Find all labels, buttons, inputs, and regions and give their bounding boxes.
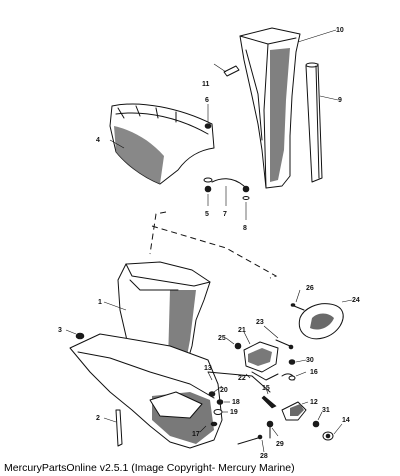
part-4-exhaust-shell[interactable]: [109, 103, 215, 185]
label-15: 15: [262, 385, 270, 392]
part-22-gasket[interactable]: [251, 371, 279, 381]
part-labels: 4 11 10 9 6 5 7 8 1 3 2 26 24 23 21 25 3…: [58, 27, 360, 460]
part-13-tube[interactable]: [207, 371, 271, 393]
part-5-washer[interactable]: [203, 177, 213, 193]
part-29-washer[interactable]: [266, 420, 274, 439]
part-6-screw[interactable]: [204, 123, 212, 129]
label-12: 12: [310, 399, 318, 406]
label-5: 5: [205, 211, 209, 218]
part-1-driveshaft-housing[interactable]: [69, 261, 223, 449]
image-caption: MercuryPartsOnline v2.5.1 (Image Copyrig…: [4, 462, 295, 474]
part-19-washer[interactable]: [213, 409, 223, 415]
part-17-plug[interactable]: [210, 421, 218, 427]
label-29: 29: [276, 441, 284, 448]
label-31: 31: [322, 407, 330, 414]
label-7: 7: [223, 211, 227, 218]
label-1: 1: [98, 299, 102, 306]
label-2: 2: [96, 415, 100, 422]
label-18: 18: [232, 399, 240, 406]
assembly-guide-line: [149, 211, 278, 279]
part-7-wire[interactable]: [211, 178, 245, 187]
label-26: 26: [306, 285, 314, 292]
label-30: 30: [306, 357, 314, 364]
part-26-screw[interactable]: [290, 303, 305, 311]
label-24: 24: [352, 297, 360, 304]
part-20-washer[interactable]: [208, 391, 216, 397]
part-24-cover-plate[interactable]: [298, 303, 344, 340]
label-11: 11: [202, 81, 210, 88]
part-31-nut[interactable]: [312, 420, 320, 428]
part-10-exhaust-tube[interactable]: [239, 27, 301, 189]
label-4: 4: [96, 137, 100, 144]
part-25-grommet[interactable]: [234, 342, 242, 350]
label-19: 19: [230, 409, 238, 416]
label-21: 21: [238, 327, 246, 334]
part-2-stud[interactable]: [115, 409, 123, 447]
label-9: 9: [338, 97, 342, 104]
label-8: 8: [243, 225, 247, 232]
part-18-screw[interactable]: [216, 399, 224, 405]
label-23: 23: [256, 319, 264, 326]
label-10: 10: [336, 27, 344, 34]
label-13: 13: [204, 365, 212, 372]
part-28-screw[interactable]: [237, 434, 263, 445]
part-23-screw[interactable]: [275, 339, 294, 350]
part-16-clip[interactable]: [281, 373, 296, 381]
label-3: 3: [58, 327, 62, 334]
label-14: 14: [342, 417, 350, 424]
label-22: 22: [238, 375, 246, 382]
label-16: 16: [310, 369, 318, 376]
part-15-seal[interactable]: [261, 395, 277, 409]
part-14-cap[interactable]: [322, 431, 334, 441]
part-8-nut[interactable]: [242, 185, 250, 200]
part-3-plug[interactable]: [75, 332, 85, 340]
part-21-pickup-block[interactable]: [243, 341, 279, 373]
leader-lines: [65, 29, 353, 453]
part-30-fitting[interactable]: [288, 359, 296, 365]
label-25: 25: [218, 335, 226, 342]
part-9-water-tube[interactable]: [305, 62, 323, 183]
part-11-pin[interactable]: [223, 65, 240, 77]
label-20: 20: [220, 387, 228, 394]
part-12-anode[interactable]: [281, 401, 307, 421]
label-6: 6: [205, 97, 209, 104]
label-17: 17: [192, 431, 200, 438]
label-28: 28: [260, 453, 268, 460]
